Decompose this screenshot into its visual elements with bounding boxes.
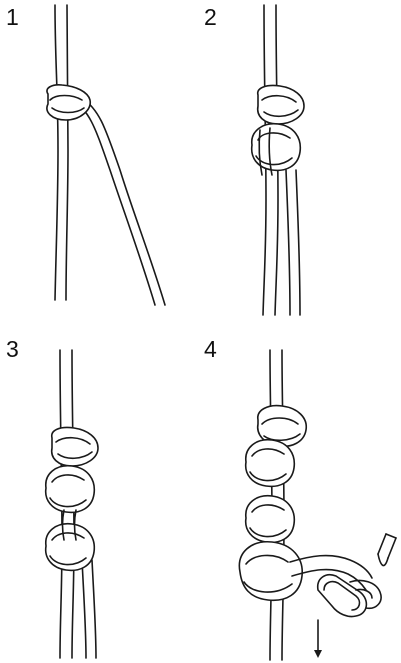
top-loop	[52, 427, 98, 466]
loop-3	[246, 496, 295, 543]
step-3-panel: 3	[0, 320, 200, 663]
loop-2	[246, 440, 295, 487]
middle-loop	[46, 466, 95, 513]
rope-tail	[378, 534, 386, 554]
step-4-illustration	[200, 320, 401, 663]
step-1-panel: 1	[0, 0, 200, 320]
step-2-panel: 2	[200, 0, 401, 320]
lower-loop	[46, 524, 95, 571]
step-3-illustration	[0, 320, 200, 663]
step-2-illustration	[200, 0, 401, 320]
step-4-panel: 4	[200, 320, 401, 663]
working-strand	[72, 100, 155, 305]
step-1-illustration	[0, 0, 200, 320]
knot-wrap	[47, 85, 90, 120]
standing-rope	[55, 5, 58, 300]
arrow-head-icon	[314, 650, 322, 658]
upper-loop	[258, 85, 304, 124]
